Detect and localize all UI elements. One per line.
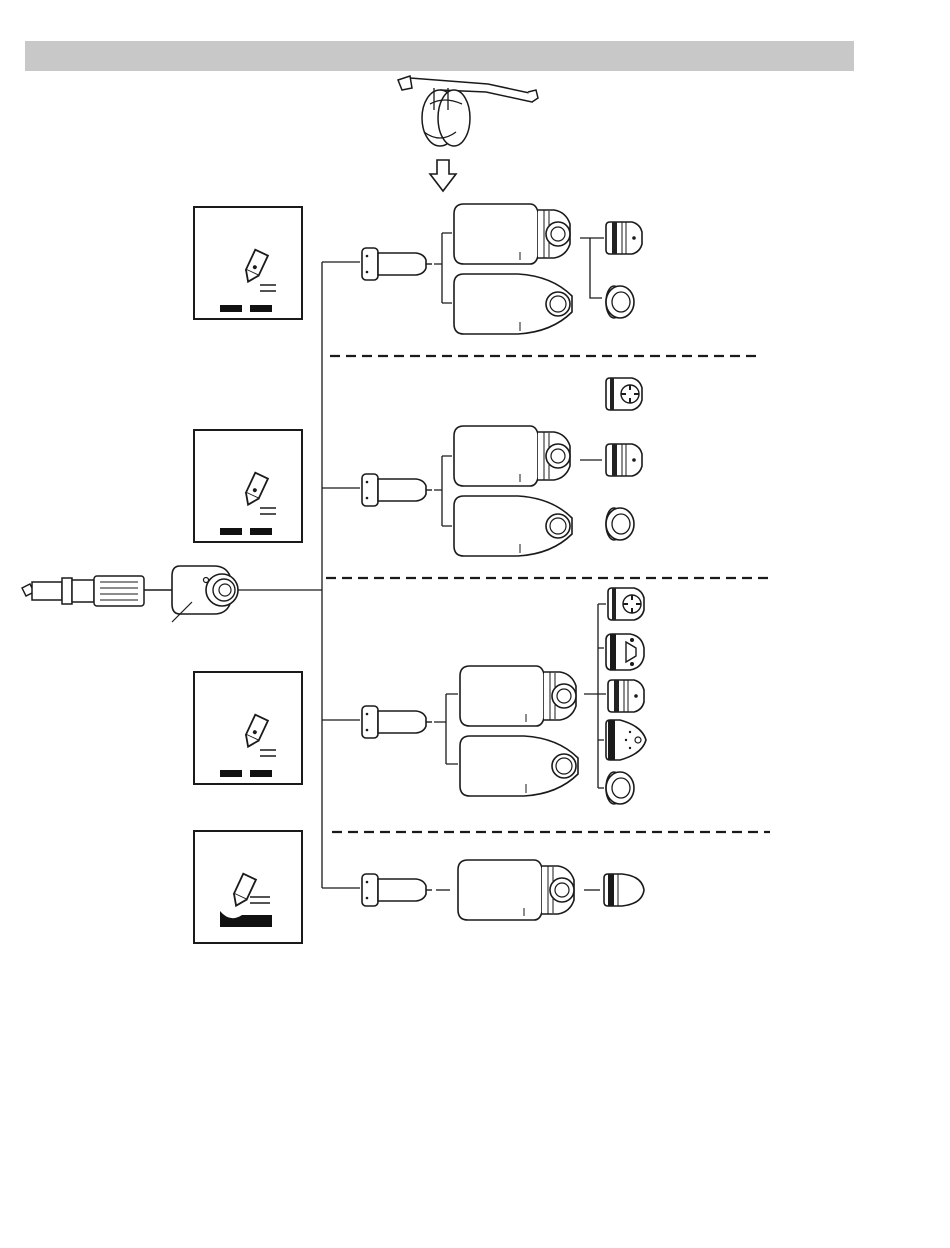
consumable-group-1 bbox=[362, 204, 642, 334]
removal-tool-icon bbox=[398, 76, 538, 146]
cutting-mode-icon bbox=[194, 672, 302, 784]
deflector-icon bbox=[606, 508, 634, 540]
gouging-mode-icon bbox=[194, 831, 302, 943]
shield-cap-icon bbox=[454, 496, 572, 556]
ohmic-shield-icon bbox=[606, 720, 646, 760]
swirl-ring-icon bbox=[606, 378, 642, 410]
electrode-icon bbox=[362, 248, 432, 280]
electrode-icon bbox=[362, 474, 432, 506]
connector-lines bbox=[238, 262, 360, 888]
retaining-cap-icon bbox=[458, 860, 574, 920]
plasma-torch-icon bbox=[22, 566, 238, 622]
nozzle-icon bbox=[606, 222, 642, 254]
consumable-group-2 bbox=[362, 378, 642, 556]
consumable-group-3 bbox=[362, 588, 646, 804]
drag-shield-icon bbox=[606, 634, 644, 670]
consumable-group-4 bbox=[362, 860, 644, 920]
cutting-mode-icon bbox=[194, 430, 302, 542]
retaining-cap-icon bbox=[460, 666, 576, 726]
electrode-icon bbox=[362, 874, 432, 906]
retaining-cap-icon bbox=[454, 426, 570, 486]
deflector-icon bbox=[606, 772, 634, 804]
swirl-ring-icon bbox=[608, 588, 644, 620]
gouging-nozzle-icon bbox=[604, 874, 644, 906]
cutting-mode-icon bbox=[194, 207, 302, 319]
down-arrow-icon bbox=[430, 160, 456, 191]
nozzle-icon bbox=[606, 444, 642, 476]
electrode-icon bbox=[362, 706, 432, 738]
deflector-icon bbox=[606, 286, 634, 318]
shield-cap-icon bbox=[460, 736, 578, 796]
nozzle-icon bbox=[608, 680, 644, 712]
shield-cap-icon bbox=[454, 274, 572, 334]
retaining-cap-icon bbox=[454, 204, 570, 264]
